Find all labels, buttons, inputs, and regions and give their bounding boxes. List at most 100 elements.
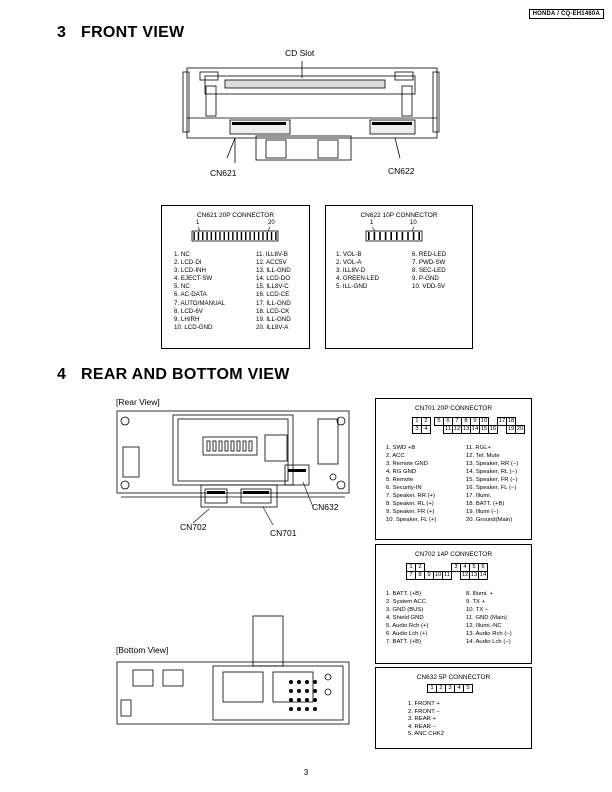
bottom-view-label: [Bottom View] [116,645,169,655]
pin-entry: 8. Illumi. + [466,591,494,597]
pin-cell: 2 [415,563,425,572]
front-view-drawing [182,61,440,163]
pin-entry: 20. ILL8V-A [256,323,289,331]
pin-entry: 5. Remote [386,477,414,483]
pin-entry: 2. System ACC [386,599,426,605]
pin-cell: 10 [479,417,489,426]
pin-cell: 2 [421,417,431,426]
pin-cell: 7 [452,417,462,426]
cn622-last-pin: 10 [410,220,417,226]
pin-cell: 12 [460,571,470,580]
pin-cell [498,426,507,434]
pin-entry: 1. BATT. (+B) [386,591,422,597]
pin-cell: 17 [497,417,507,426]
pin-entry: 2. VOL-A [336,259,362,267]
pin-cell [489,418,498,426]
pin-cell: 13 [461,425,471,434]
cn622-label: CN622 [388,166,415,176]
pin-entry: 20. Ground(Main) [466,517,513,523]
cn702-label: CN702 [180,522,207,532]
pin-entry: 13. Speaker, RR (−) [466,461,519,467]
cn702-title: CN702 14P CONNECTOR [414,551,493,558]
pin-cell: 3 [445,684,455,693]
pin-entry: 2. LCD-DI [174,259,202,267]
pin-cell: 6 [478,563,488,572]
pin-cell: 3 [451,563,461,572]
cn622-title: CN622 10P CONNECTOR [360,212,438,219]
pin-cell [452,572,461,580]
pin-cell: 6 [443,417,453,426]
pin-entry: 17. ILL-GND [256,299,291,307]
pin-entry: 5. NC [174,283,190,291]
pin-entry: 1. VOL-B [336,251,362,258]
pin-entry: 9. Speaker, FR (+) [386,509,435,515]
cn632-pin-list: 1. FRONT +2. FRONT −3. REAR +4. REAR −5.… [408,701,531,739]
pin-entry: 16. Speaker, FL (−) [466,485,517,491]
pin-cell [425,564,434,572]
pin-cell [443,564,452,572]
pin-entry: 11. RGL+ [466,445,491,451]
pin-entry: 7. BATT. (+B) [386,639,422,645]
pin-entry: 9. P-GND [412,275,439,283]
cn701-title: CN701 20P CONNECTOR [414,405,493,412]
section-heading-front-view: 3 FRONT VIEW [57,24,184,42]
pin-entry: 4. REAR − [408,723,436,730]
pin-cell: 8 [461,417,471,426]
pin-cell: 3 [412,425,422,434]
pin-entry: 19. ILL-GND [256,315,291,323]
pin-entry: 17. Illumi. [466,493,492,499]
pin-entry: 3. GND (BUS) [386,607,424,613]
pin-entry: 14. LCD-DO [256,275,291,283]
pin-cell [435,426,444,434]
section-title: FRONT VIEW [81,24,185,41]
pin-entry: 3. Remote GND [386,461,428,467]
pin-entry: 13. Audio Rch (−) [466,631,512,637]
pin-entry: 6. Audio Lch (+) [386,631,428,637]
pin-entry: 4. EJECT-SW [174,275,213,283]
cd-slot-label: CD Slot [285,48,315,58]
pin-entry: 12. ACC5V [256,259,287,267]
pin-cell: 10 [433,571,443,580]
pin-cell: 14 [478,571,488,580]
cn621-pin-list: 1. NC 11. ILL8V-B 2. LCD-DI 12. ACC5V 3. LCD… [174,251,309,332]
pin-cell: 1 [412,417,422,426]
pin-entry: 1. FRONT + [408,701,440,707]
section-number: 3 [57,24,67,41]
pin-entry: 4. Shield GND [386,615,424,621]
pin-entry: 7. PWD-SW [412,259,446,267]
pin-cell: 5 [463,684,473,693]
pin-entry: 4. GREEN-LED [336,275,379,283]
pin-entry: 15. Speaker, FR (−) [466,477,518,483]
pin-entry: 1. NC [174,251,190,258]
pin-entry: 11. GND (Main) [466,615,507,621]
cn621-last-pin: 20 [268,220,275,226]
cn621-first-pin: 1 [196,220,200,226]
pin-cell: 11 [442,571,452,580]
pin-cell: 20 [515,425,525,434]
cn622-connector-graphic: 1 10 [326,219,472,245]
pin-cell: 13 [469,571,479,580]
cn701-label: CN701 [270,528,297,538]
pin-entry: 10. VDD-5V [412,283,446,291]
pin-entry: 9. TX + [466,599,486,605]
pin-entry: 3. ILL8V-D [336,267,366,275]
pin-entry: 7. AUTO/MANUAL [174,299,226,307]
cn621-title: CN621 20P CONNECTOR [196,212,275,219]
pin-entry: 12. Illumi.-NC [466,623,502,629]
pin-cell: 18 [506,417,516,426]
pin-entry: 18. LCD-CK [256,307,290,315]
pin-cell: 4 [460,563,470,572]
pin-entry: 13. ILL-GND [256,267,291,275]
model-label: HONDA / CQ-EH1460A [528,9,604,19]
pin-cell: 9 [424,571,434,580]
cn702-pin-list: 1. BATT. (+B) 2. System ACC 3. GND (BUS) 4.… [386,590,531,646]
pin-entry: 16. LCD-CE [256,291,290,299]
pin-entry: 11. ILL8V-B [256,251,288,258]
pin-entry: 3. LCD-INH [174,267,206,275]
cn621-connector-box: CN621 20P CONNECTOR 1 20 1. NC 11. ILL8V-… [161,205,310,349]
